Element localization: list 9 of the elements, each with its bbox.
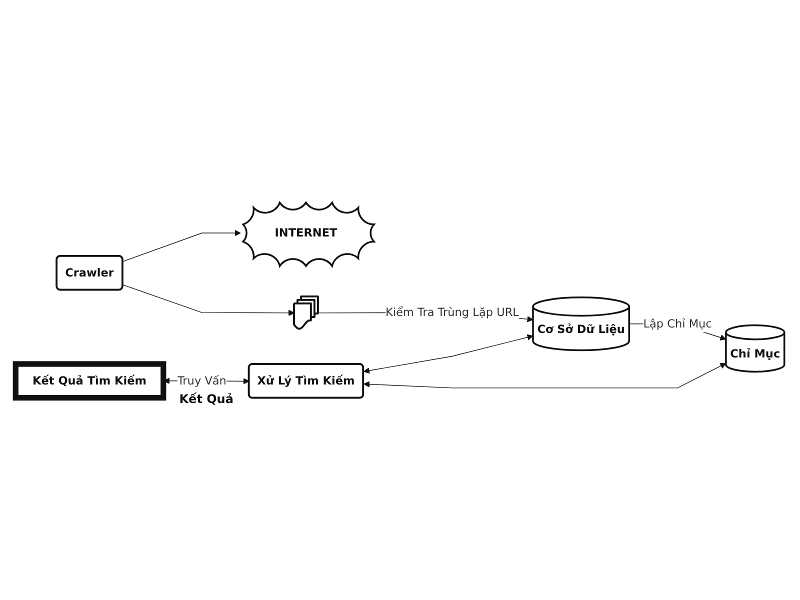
edge-label: Lập Chỉ Mục	[643, 316, 712, 330]
arrow	[122, 230, 241, 262]
arrow	[122, 284, 295, 316]
line-label: Kết Quả	[177, 392, 236, 406]
arrow	[363, 334, 534, 374]
edge-label: Kiểm Tra Trùng Lặp URL	[385, 305, 519, 319]
node-box: Kết Quả Tìm Kiếm	[12, 360, 166, 400]
edge-label: Truy Vấn	[177, 374, 226, 388]
arrow	[363, 362, 726, 388]
